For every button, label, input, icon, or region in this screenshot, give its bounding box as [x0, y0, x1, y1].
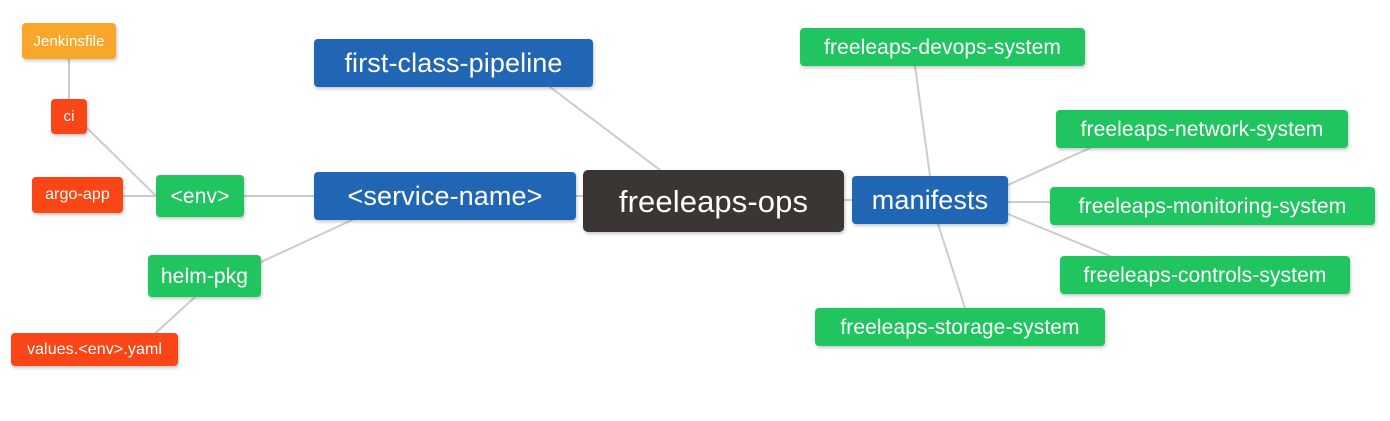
node-label: manifests	[871, 184, 989, 215]
node-ci[interactable]: ci	[51, 99, 87, 134]
node-freeleaps-network-system[interactable]: freeleaps-network-system	[1056, 110, 1348, 148]
node-label: values.<env>.yaml	[26, 340, 163, 358]
node-helm-pkg[interactable]: helm-pkg	[148, 255, 261, 297]
node-jenkinsfile[interactable]: Jenkinsfile	[22, 23, 116, 59]
node-label: helm-pkg	[160, 264, 249, 288]
node-freeleaps-controls-system[interactable]: freeleaps-controls-system	[1060, 256, 1350, 294]
node-label: freeleaps-network-system	[1080, 117, 1324, 141]
edge-pipeline-root	[549, 86, 661, 171]
node-label: <service-name>	[347, 180, 543, 211]
node-label: freeleaps-controls-system	[1083, 263, 1327, 287]
node-values-env-yaml[interactable]: values.<env>.yaml	[11, 333, 178, 366]
edge-manifests-devops	[914, 65, 931, 177]
edge-manifests-network	[1007, 147, 1091, 186]
edge-helmpkg-servicename	[260, 219, 353, 263]
edge-manifests-storage	[937, 223, 966, 309]
node-label: freeleaps-ops	[618, 183, 809, 219]
node-freeleaps-monitoring-system[interactable]: freeleaps-monitoring-system	[1050, 187, 1375, 225]
node-manifests[interactable]: manifests	[852, 176, 1008, 224]
node-argo-app[interactable]: argo-app	[32, 177, 123, 213]
node-first-class-pipeline[interactable]: first-class-pipeline	[314, 39, 593, 87]
node-label: <env>	[170, 184, 230, 208]
node-freeleaps-ops[interactable]: freeleaps-ops	[583, 170, 844, 232]
node-label: ci	[63, 108, 75, 125]
node-label: freeleaps-storage-system	[840, 315, 1080, 339]
node-freeleaps-storage-system[interactable]: freeleaps-storage-system	[815, 308, 1105, 346]
node-label: freeleaps-monitoring-system	[1078, 194, 1347, 218]
node-freeleaps-devops-system[interactable]: freeleaps-devops-system	[800, 28, 1085, 66]
node-label: argo-app	[45, 186, 110, 203]
node-label: first-class-pipeline	[344, 47, 563, 78]
node-service-name[interactable]: <service-name>	[314, 172, 576, 220]
node-label: Jenkinsfile	[33, 32, 105, 50]
node-label: freeleaps-devops-system	[824, 35, 1061, 59]
node-env[interactable]: <env>	[156, 175, 244, 217]
